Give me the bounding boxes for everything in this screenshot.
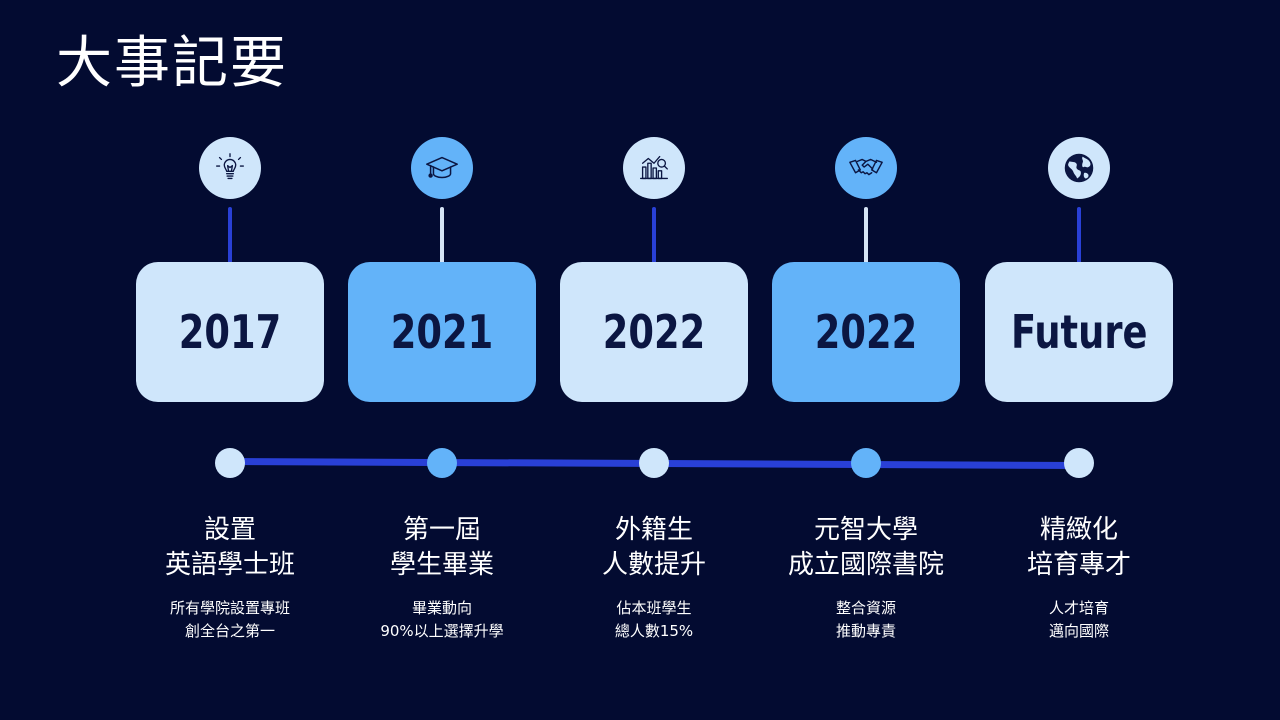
timeline-dot	[215, 448, 245, 478]
milestone-description: 人才培育 邁向國際	[1048, 599, 1109, 640]
timeline-dot	[639, 448, 669, 478]
year-label: 2021	[390, 305, 494, 359]
milestone-2021: 2021 第一屆 學生畢業 畢業動向 90%以上選擇升學	[347, 0, 537, 720]
connector-line	[652, 207, 656, 269]
graduation-cap-icon	[411, 137, 473, 199]
milestone-heading: 元智大學 成立國際書院	[787, 515, 944, 580]
milestone-2022-b: 2022 元智大學 成立國際書院 整合資源 推動專責	[771, 0, 961, 720]
milestone-heading: 第一屆 學生畢業	[389, 515, 494, 580]
timeline-dot	[427, 448, 457, 478]
year-card: 2022	[560, 262, 748, 402]
milestone-heading: 設置 英語學士班	[164, 515, 295, 580]
handshake-icon	[835, 137, 897, 199]
connector-line	[228, 207, 232, 269]
milestone-future: Future 精緻化 培育專才 人才培育 邁向國際	[984, 0, 1174, 720]
year-card: 2021	[348, 262, 536, 402]
milestone-heading: 外籍生 人數提升	[601, 515, 706, 580]
globe-icon	[1048, 137, 1110, 199]
milestone-heading: 精緻化 培育專才	[1026, 515, 1131, 580]
year-label: 2017	[178, 305, 282, 359]
year-label: Future	[1010, 305, 1148, 359]
milestone-description: 所有學院設置專班 創全台之第一	[169, 599, 290, 640]
milestone-description: 佔本班學生 總人數15%	[614, 599, 694, 640]
timeline-dot	[851, 448, 881, 478]
milestone-description: 畢業動向 90%以上選擇升學	[380, 599, 504, 640]
chart-magnifier-icon	[623, 137, 685, 199]
year-label: 2022	[602, 305, 706, 359]
milestone-description: 整合資源 推動專責	[835, 599, 896, 640]
connector-line	[864, 207, 868, 269]
year-card: Future	[985, 262, 1173, 402]
timeline-dot	[1064, 448, 1094, 478]
lightbulb-icon	[199, 137, 261, 199]
page-title: 大事記要	[56, 31, 288, 96]
year-label: 2022	[814, 305, 918, 359]
year-card: 2022	[772, 262, 960, 402]
milestone-2022-a: 2022 外籍生 人數提升 佔本班學生 總人數15%	[559, 0, 749, 720]
connector-line	[440, 207, 444, 269]
milestone-2017: 2017 設置 英語學士班 所有學院設置專班 創全台之第一	[135, 0, 325, 720]
year-card: 2017	[136, 262, 324, 402]
connector-line	[1077, 207, 1081, 269]
